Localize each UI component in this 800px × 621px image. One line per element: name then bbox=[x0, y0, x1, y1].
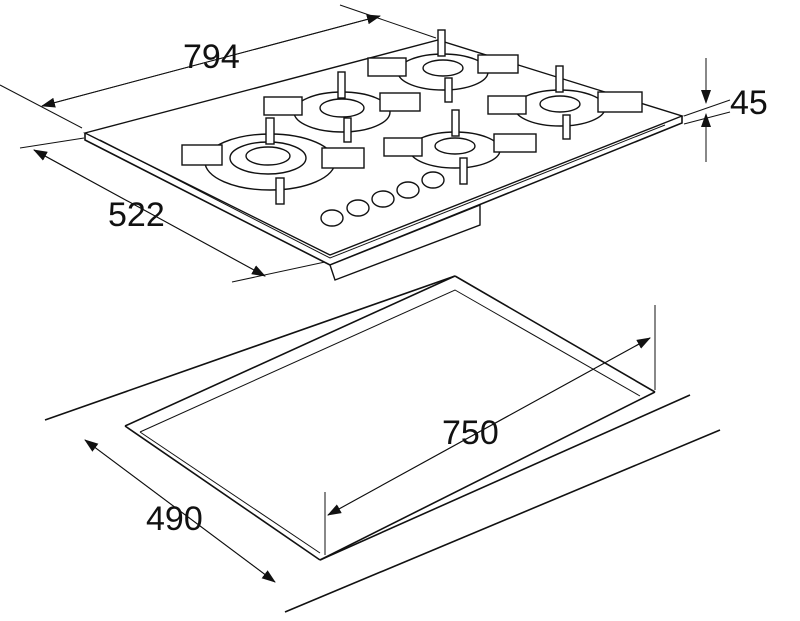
burner-wok bbox=[181, 117, 365, 205]
knob bbox=[371, 190, 395, 208]
dimension-hob-width: 794 bbox=[0, 4, 437, 129]
burner-front-center bbox=[383, 109, 537, 185]
burner-back-center bbox=[367, 29, 519, 103]
dimension-hob-depth: 522 bbox=[19, 137, 326, 283]
burner-right bbox=[487, 65, 643, 140]
knob bbox=[346, 199, 370, 217]
knob bbox=[396, 181, 420, 199]
hob-height-label: 45 bbox=[730, 84, 768, 122]
knob bbox=[320, 209, 344, 227]
countertop bbox=[44, 275, 721, 613]
hob-depth-label: 522 bbox=[108, 196, 165, 234]
cutout-width-label: 750 bbox=[442, 414, 499, 452]
hob-glass-edge bbox=[99, 124, 666, 259]
control-knobs bbox=[320, 171, 445, 227]
knob bbox=[421, 171, 445, 189]
dimension-hob-height: 45 bbox=[683, 58, 768, 162]
dimension-cutout-depth: 490 bbox=[84, 439, 276, 583]
cutout-depth-label: 490 bbox=[146, 500, 203, 538]
hob-body-under bbox=[329, 203, 481, 281]
burner-back-left bbox=[263, 71, 421, 143]
dimension-cutout-width: 750 bbox=[324, 305, 656, 555]
hob-width-label: 794 bbox=[183, 38, 240, 76]
hob bbox=[83, 29, 685, 281]
